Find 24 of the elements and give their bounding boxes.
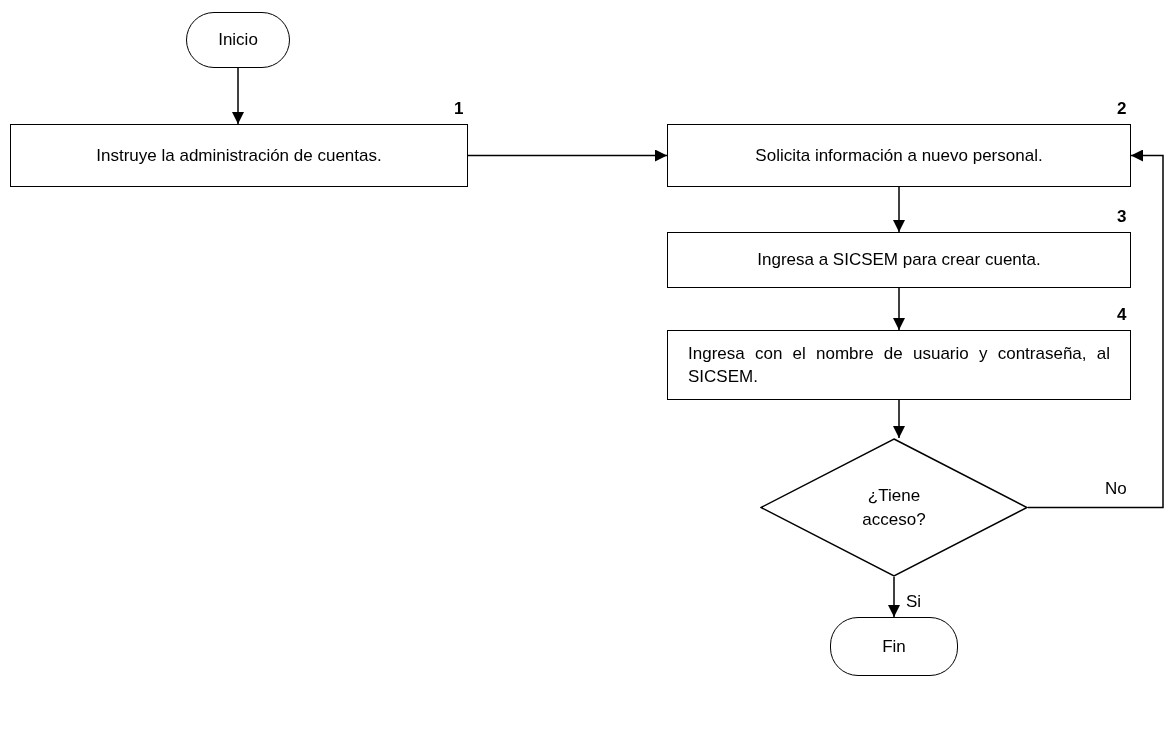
node-text: Solicita información a nuevo personal. [754,144,1044,167]
process-box [667,232,1131,288]
step-number: 1 [454,100,464,117]
node-text: ¿Tiene acceso? [861,485,927,531]
arrow [467,149,668,162]
node-text: Fin [881,635,907,658]
arrow [1027,149,1164,509]
step-number: 2 [1117,100,1127,117]
arrow [893,287,905,331]
node-text: Inicio [217,29,259,52]
arrow [893,186,905,233]
step-number: 4 [1117,306,1127,323]
terminal-pill [186,12,290,68]
step-number: 3 [1117,208,1127,225]
arrow [893,399,905,439]
process-box [667,124,1131,187]
node-text: Ingresa con el nombre de usuario y contraseña, al SICSEM. [687,342,1111,388]
arrow [232,67,244,125]
process-box [667,330,1131,400]
arrow [888,576,900,618]
terminal-pill [830,617,958,676]
node-text: Ingresa a SICSEM para crear cuenta. [756,249,1042,272]
process-box [10,124,468,187]
node-text: Instruye la administración de cuentas. [95,144,383,167]
